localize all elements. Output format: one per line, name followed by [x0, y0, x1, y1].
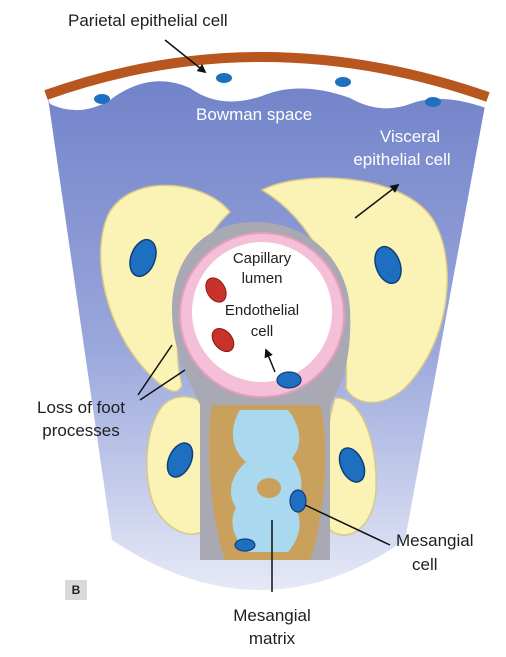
label-loss-line1: Loss of foot [16, 397, 146, 418]
parietal-nucleus [216, 73, 232, 83]
parietal-nucleus [94, 94, 110, 104]
label-endothelial-line1: Endothelial [205, 301, 319, 320]
label-mesangial-cell-line2: cell [412, 554, 438, 575]
endothelial-nucleus [277, 372, 301, 388]
label-capillary-line1: Capillary [212, 249, 312, 268]
panel-letter: B [65, 580, 87, 600]
label-mesangial-matrix-line1: Mesangial [222, 605, 322, 626]
label-endothelial-line2: cell [212, 322, 312, 341]
label-loss-line2: processes [16, 420, 146, 441]
parietal-nucleus [335, 77, 351, 87]
label-parietal-epithelial-cell: Parietal epithelial cell [68, 10, 228, 31]
label-mesangial-matrix-line2: matrix [222, 628, 322, 649]
mesangial-cell-body [257, 478, 281, 498]
label-bowman-space: Bowman space [196, 104, 312, 125]
label-visceral-line2: epithelial cell [332, 149, 472, 170]
label-capillary-line2: lumen [212, 269, 312, 288]
mesangial-nucleus [235, 539, 255, 551]
mesangial-nucleus [290, 490, 306, 512]
parietal-nucleus [425, 97, 441, 107]
label-mesangial-cell-line1: Mesangial [396, 530, 474, 551]
label-visceral-line1: Visceral [350, 126, 470, 147]
